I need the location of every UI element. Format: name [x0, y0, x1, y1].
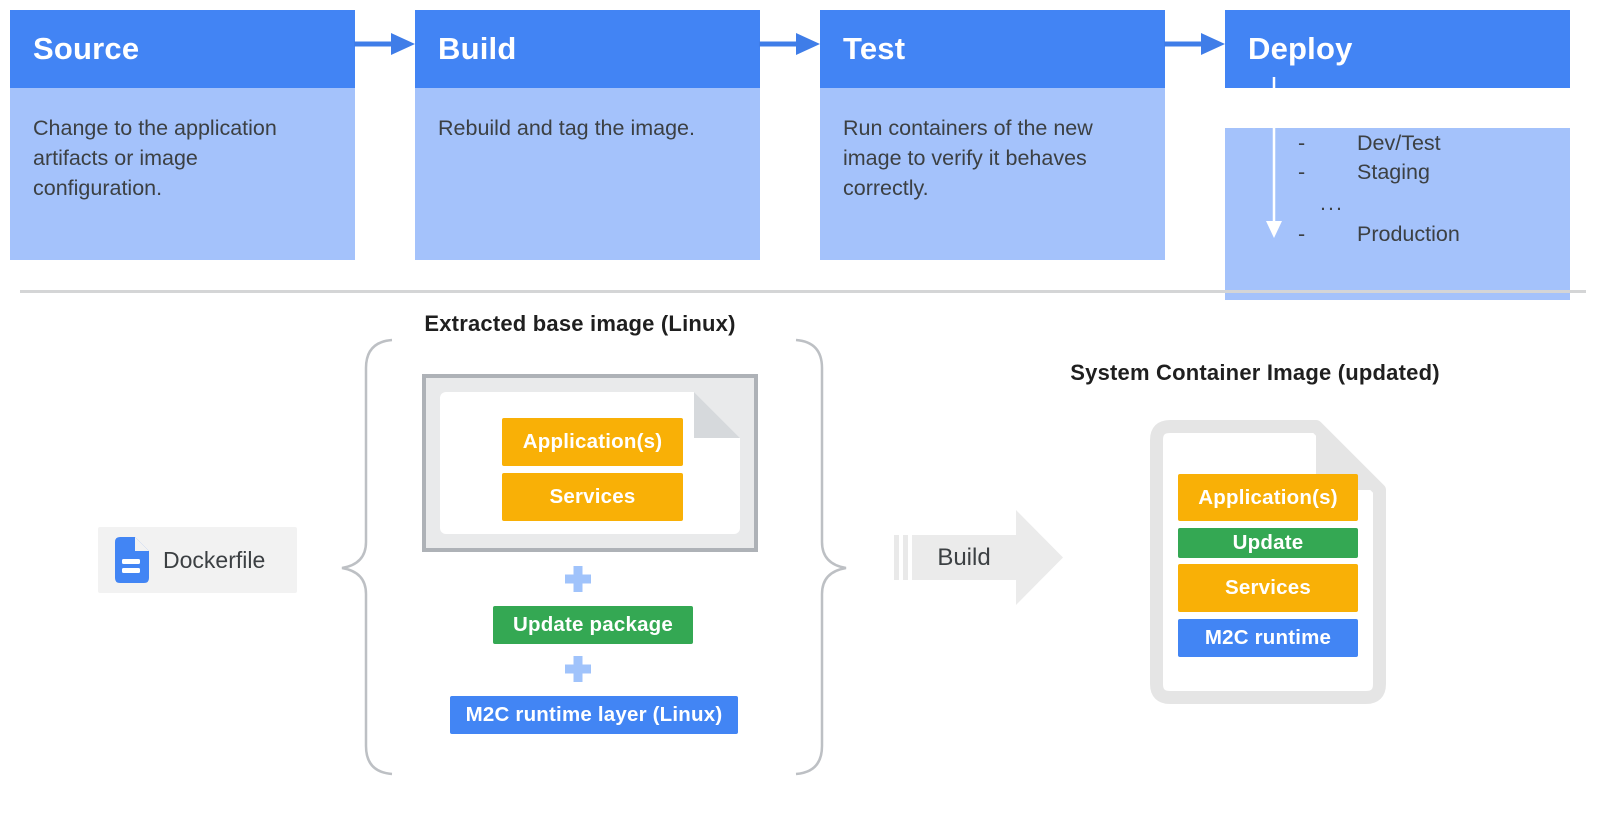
base-layer-applications: Application(s) — [502, 418, 683, 466]
build-arrow-label: Build — [937, 543, 991, 571]
deploy-item-label: Dev/Test — [1357, 130, 1441, 155]
system-container-image-title: System Container Image (updated) — [1070, 360, 1440, 385]
document-fold-corner — [694, 392, 740, 438]
deploy-item-dash: - — [1298, 159, 1306, 184]
stage-source: Source Change to the application artifac… — [10, 10, 355, 260]
result-layer-applications: Application(s) — [1178, 474, 1358, 521]
plus-icon — [565, 656, 591, 682]
deploy-environment-list: - Dev/Test - Staging ... - Production — [1225, 128, 1570, 248]
plus-icon — [565, 566, 591, 592]
update-package-box: Update package — [493, 606, 693, 644]
stage-test-title: Test — [820, 10, 1165, 88]
deploy-item-label: Staging — [1357, 159, 1430, 184]
extracted-base-image-title: Extracted base image (Linux) — [424, 311, 736, 336]
stage-test-description: Run containers of the new image to verif… — [820, 88, 1165, 260]
stage-deploy-title: Deploy — [1225, 10, 1570, 88]
pipeline-arrow-build-test-icon — [759, 33, 820, 55]
result-layer-m2c-runtime: M2C runtime — [1178, 619, 1358, 657]
deploy-down-arrow-icon — [1266, 77, 1282, 238]
stage-source-title: Source — [10, 10, 355, 88]
deploy-item-label: ... — [1320, 190, 1344, 215]
stage-deploy: Deploy - Dev/Test - Staging ... - Produc… — [1225, 10, 1570, 300]
section-divider — [20, 290, 1586, 293]
pipeline-arrow-source-build-icon — [354, 33, 415, 55]
base-layer-services: Services — [502, 473, 683, 521]
document-icon — [115, 537, 149, 583]
deploy-item-dash: - — [1298, 221, 1306, 246]
stage-build: Build Rebuild and tag the image. — [415, 10, 760, 260]
result-layer-update: Update — [1178, 528, 1358, 558]
deploy-item-production: - Production — [1225, 219, 1570, 248]
stage-deploy-body: - Dev/Test - Staging ... - Production — [1225, 128, 1570, 300]
stage-test: Test Run containers of the new image to … — [820, 10, 1165, 260]
dockerfile-chip: Dockerfile — [98, 527, 297, 593]
deploy-item-dash: - — [1298, 130, 1306, 155]
stage-build-title: Build — [415, 10, 760, 88]
right-brace — [795, 338, 847, 776]
stage-source-description: Change to the application artifacts or i… — [10, 88, 355, 260]
dockerfile-label: Dockerfile — [163, 546, 266, 573]
left-brace — [341, 338, 393, 776]
pipeline-arrow-test-deploy-icon — [1164, 33, 1225, 55]
result-layer-services: Services — [1178, 564, 1358, 612]
m2c-runtime-layer-box: M2C runtime layer (Linux) — [450, 696, 738, 734]
stage-build-description: Rebuild and tag the image. — [415, 88, 760, 260]
deploy-item-label: Production — [1357, 221, 1460, 246]
deploy-item-dev-test: - Dev/Test — [1225, 128, 1570, 157]
deploy-item-staging: - Staging — [1225, 157, 1570, 186]
build-arrow-icon — [912, 510, 1063, 605]
build-arrow-stripe — [903, 535, 908, 580]
build-arrow-stripe — [894, 535, 899, 580]
system-container-image-document — [1150, 420, 1386, 704]
deploy-item-ellipsis: ... — [1225, 186, 1570, 219]
